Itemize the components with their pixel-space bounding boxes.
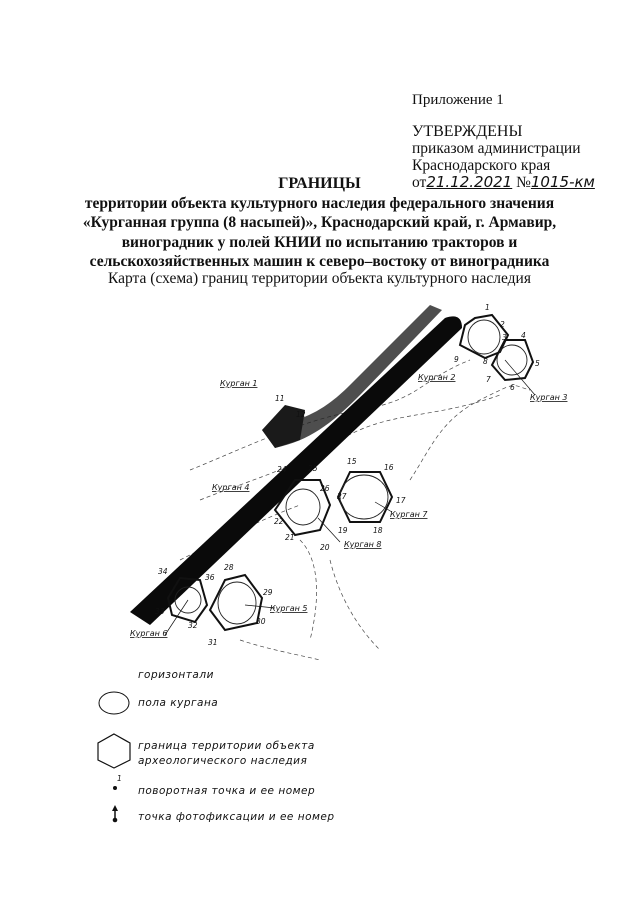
kurgan-label: Курган 8 <box>344 540 381 549</box>
road-band <box>130 316 462 625</box>
point-number: 11 <box>275 394 285 403</box>
point-number: 30 <box>256 617 266 626</box>
point-number: 33 <box>155 607 165 616</box>
handwritten-number: 1015-км <box>530 173 595 191</box>
point-number: 7 <box>486 375 491 384</box>
title-line: сельскохозяйственных машин к северо–вост… <box>89 253 550 270</box>
kurgan-label: Курган 2 <box>418 373 455 382</box>
legend-mound-floor: пола кургана <box>138 697 219 709</box>
mound-floor-circle <box>339 474 389 520</box>
kurgan-label: Курган 5 <box>270 604 307 613</box>
point-number: 36 <box>205 573 215 582</box>
point-number: 22 <box>274 517 284 526</box>
kurgan-label: Курган 4 <box>212 483 249 492</box>
order-date-number: от21.12.2021 №1015-км <box>412 173 595 192</box>
point-number: 12 <box>296 410 306 419</box>
point-number: 4 <box>521 331 526 340</box>
point-number: 27 <box>337 492 347 501</box>
point-number: 15 <box>347 457 357 466</box>
point-number: 26 <box>320 484 330 493</box>
title-line: территории объекта культурного наследия … <box>84 194 555 212</box>
point-number: 25 <box>308 464 318 473</box>
title-main: ГРАНИЦЫ <box>278 175 361 192</box>
kurgan-1-mound <box>262 405 305 448</box>
kurgan-label: Курган 3 <box>530 393 567 402</box>
point-number: 20 <box>320 543 330 552</box>
point-number: 19 <box>338 526 348 535</box>
title-line: виноградник у полей КНИИ по испытанию тр… <box>121 233 518 251</box>
boundary-hexagon <box>336 471 394 523</box>
point-number: 1 <box>485 303 490 312</box>
point-number: 3 <box>502 333 507 342</box>
turning-point-icon <box>113 786 117 790</box>
mound-floor-circle <box>217 581 257 625</box>
appendix-label: Приложение 1 <box>412 92 504 108</box>
mound-floor-circle <box>174 586 202 614</box>
map-caption: Карта (схема) границ территории объекта … <box>108 270 531 287</box>
point-number: 31 <box>208 638 218 647</box>
point-number: 9 <box>454 355 459 364</box>
title-line: «Курганная группа (8 насыпей)», Краснода… <box>82 214 557 231</box>
number-prefix: № <box>516 174 531 191</box>
handwritten-date: 21.12.2021 <box>426 173 513 191</box>
point-number: 6 <box>510 383 515 392</box>
approved-heading: УТВЕРЖДЕНЫ <box>412 123 523 140</box>
mound-floor-circle <box>285 488 321 526</box>
mound-floor-circle <box>467 319 501 355</box>
point-number: 18 <box>373 526 383 535</box>
boundary-hexagon <box>490 339 535 382</box>
legend-turning-point: поворотная точка и ее номер <box>138 785 316 797</box>
legend-boundary-line1: граница территории объекта <box>138 740 315 752</box>
point-number: 16 <box>384 463 394 472</box>
kurgan-label: Курган 1 <box>220 379 257 388</box>
point-number: 5 <box>535 359 540 368</box>
road-branch <box>262 305 442 448</box>
point-number: 32 <box>188 621 198 630</box>
legend-boundary-line2: археологического наследия <box>138 755 308 767</box>
order-line-2: Краснодарского края <box>412 157 551 174</box>
point-number: 2 <box>500 320 505 329</box>
document-title: ГРАНИЦЫ территории объекта культурного н… <box>0 174 639 272</box>
kurgan-label: Курган 7 <box>390 510 428 519</box>
mound-floor-circle <box>496 344 528 376</box>
point-number: 21 <box>285 533 295 542</box>
mound-floor-legend-icon <box>98 691 130 715</box>
date-prefix: от <box>412 174 427 191</box>
boundary-hexagon <box>458 313 510 360</box>
boundary-hexagon <box>273 479 332 537</box>
approval-block: УТВЕРЖДЕНЫ приказом администрации Красно… <box>412 123 595 191</box>
legend-contours: горизонтали <box>138 669 214 681</box>
point-number: 28 <box>224 563 234 572</box>
point-number: 29 <box>263 588 273 597</box>
boundary-hexagon <box>166 576 209 624</box>
legend-boundary: граница территории объекта археологическ… <box>138 739 315 769</box>
order-line-1: приказом администрации <box>412 140 581 157</box>
point-number: 34 <box>158 567 168 576</box>
boundary-hexagon <box>208 573 264 632</box>
kurgan-label: Курган 6 <box>130 629 167 638</box>
point-number: 8 <box>483 357 488 366</box>
photo-point-icon <box>112 805 118 823</box>
point-number: 17 <box>396 496 406 505</box>
legend-photo-point: точка фотофиксации и ее номер <box>138 811 335 823</box>
hexagon-legend-icon <box>97 733 131 769</box>
point-number: 24 <box>277 465 287 474</box>
turning-point-number: 1 <box>117 774 122 783</box>
